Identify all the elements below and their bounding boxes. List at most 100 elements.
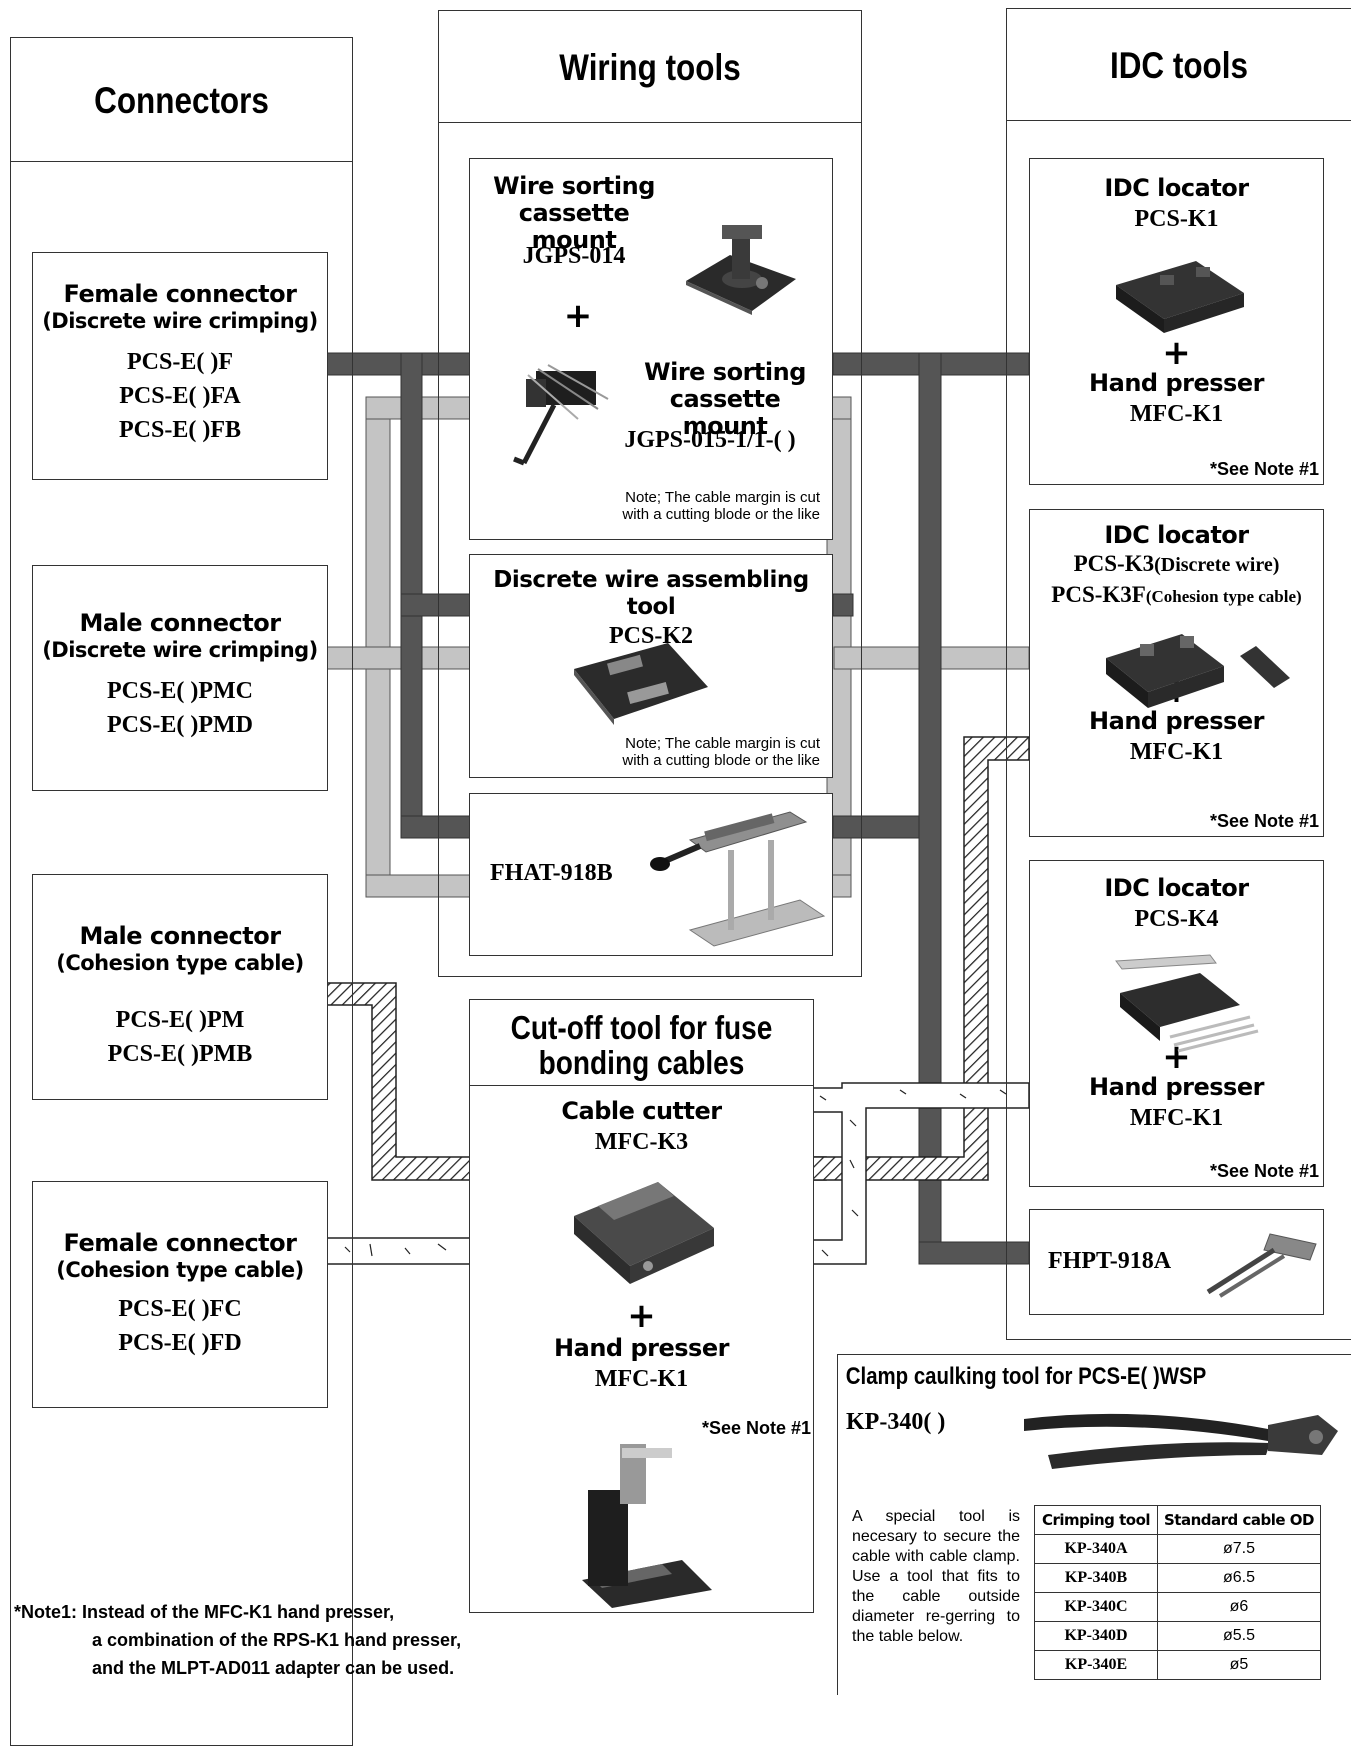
hand-presser-model: MFC-K1 [1129,401,1224,427]
model-a: PCS-K3 [1073,551,1155,576]
connector-part: PCS-E( )FA [119,383,241,409]
plus-sign: + [1162,333,1191,373]
connector-female-discrete: Female connector (Discrete wire crimping… [32,252,328,480]
od-cell: ø5.5 [1157,1621,1321,1651]
mount2-title: Wire sorting cassette mount [644,358,806,440]
clamp-title: Clamp caulking tool for PCS-E( )WSP [845,1363,1207,1390]
k2-title: Discrete wire assembling tool [493,567,809,620]
cutoff-header: Cut-off tool for fuse bonding cables [470,1000,813,1086]
idc-locator-title: IDC locator [1104,174,1249,202]
connector-male-discrete: Male connector (Discrete wire crimping) … [32,565,328,791]
idc-locator-model-b: PCS-K3F(Cohesion type cable) [1030,580,1323,612]
hand-presser-model: MFC-K1 [1129,739,1224,765]
model-b: PCS-K3F [1051,582,1146,607]
connector-part: PCS-E( )FC [118,1296,242,1322]
connector-subtitle: (Cohesion type cable) [56,951,304,975]
idc-tools-column [1006,120,1351,1340]
idc-locator-model: PCS-K1 [1134,206,1219,232]
tool-cell: KP-340E [1034,1650,1158,1680]
connector-part: PCS-E( )F [127,349,233,375]
connector-title: Female connector [63,1229,297,1257]
footnote-line: and the MLPT-AD011 adapter can be used. [92,1658,455,1678]
fhat-box: FHAT-918B [469,793,833,956]
od-cell: ø6 [1157,1592,1321,1622]
idc-locator-model: PCS-K4 [1134,906,1219,932]
idc-tools-header: IDC tools [1006,8,1351,121]
idc-locator-k4-box: IDC locator PCS-K4 + Hand presser MFC-K1… [1029,860,1324,1187]
mount1-model: JGPS-014 [522,243,626,269]
connector-part: PCS-E( )PMD [107,712,253,738]
tool-cell: KP-340B [1034,1563,1158,1593]
idc-locator-k1-image [1116,261,1244,333]
footnote-line: a combination of the RPS-K1 hand presser… [92,1630,462,1650]
wire-sorting-tool-image [513,364,609,466]
cable-margin-note: Note; The cable margin is cut with a cut… [622,489,820,523]
cable-cutter-title: Cable cutter [561,1097,722,1125]
table-header: Standard cable OD [1157,1505,1321,1535]
wiring-tools-header-text: Wiring tools [559,47,741,88]
connector-female-cohesion: Female connector (Cohesion type cable) P… [32,1181,328,1408]
idc-locator-k4-image [1115,954,1259,1053]
wiring-tools-header: Wiring tools [438,10,862,123]
clamp-description: A special tool is necesary to secure the… [852,1508,1020,1645]
dotted-marks [344,1089,1007,1257]
model-a-sub: (Discrete wire) [1154,554,1280,576]
plus-sign: + [563,296,593,336]
od-cell: ø7.5 [1157,1534,1321,1564]
connector-part: PCS-E( )PMC [107,678,253,704]
connector-subtitle: (Discrete wire crimping) [42,638,318,662]
connector-part: PCS-E( )PMB [107,1041,253,1067]
see-note: *See Note #1 [701,1418,811,1438]
k2-model: PCS-K2 [609,623,693,649]
idc-locator-model-a: PCS-K3(Discrete wire) [1030,549,1323,580]
clamp-tool-image [1024,1413,1338,1469]
connector-subtitle: (Cohesion type cable) [56,1258,304,1282]
idc-locator-title: IDC locator [1104,521,1249,549]
dotted-lines [326,1082,1030,1265]
assembling-tool-image [574,643,708,725]
mount2-model: JGPS-015-1/1-( ) [624,427,796,453]
wire-sorting-box: Wire sorting cassette mount JGPS-014 + W… [469,158,833,540]
od-cell: ø6.5 [1157,1563,1321,1593]
hand-presser-model: MFC-K1 [594,1366,689,1392]
k2-note: Note; The cable margin is cut with a cut… [622,735,820,769]
od-cell: ø5 [1157,1650,1321,1680]
idc-locator-k1-box: IDC locator PCS-K1 + Hand presser MFC-K1… [1029,158,1324,485]
footnote-line: *Note1: Instead of the MFC-K1 hand press… [14,1602,395,1622]
fhat-model: FHAT-918B [490,860,613,886]
hand-presser-title: Hand presser [1089,369,1264,397]
idc-locator-k3-box: IDC locator PCS-K3(Discrete wire) PCS-K3… [1029,509,1324,837]
cable-cutter-image [574,1182,714,1284]
idc-tools-header-text: IDC tools [1109,45,1249,86]
footnote: *Note1: Instead of the MFC-K1 hand press… [14,1598,494,1682]
fhpt-box: FHPT-918A [1029,1209,1324,1315]
hand-presser-title: Hand presser [554,1334,729,1362]
tool-cell: KP-340D [1034,1621,1158,1651]
see-note: *See Note #1 [1209,811,1319,831]
model-b-sub: (Cohesion type cable) [1145,587,1302,606]
cutoff-title: Cut-off tool for fuse bonding cables [510,1009,773,1081]
idc-locator-k3-image [1106,634,1290,708]
dotted-line-right [809,1082,1030,1265]
dark-lines [326,352,1030,1265]
hand-presser-image [582,1444,712,1608]
hand-presser-model: MFC-K1 [1129,1105,1224,1131]
connector-title: Male connector [79,922,281,950]
tool-cell: KP-340C [1034,1592,1158,1622]
clamp-caulking-section: Clamp caulking tool for PCS-E( )WSP KP-3… [837,1354,1351,1695]
table-header: Crimping tool [1034,1505,1158,1535]
fhpt-tool-image [1206,1233,1317,1298]
connector-part: PCS-E( )PM [115,1007,245,1033]
wiring-tools-column [438,122,862,977]
plus-sign: + [627,1296,656,1336]
connector-title: Female connector [63,280,297,308]
connector-male-cohesion: Male connector (Cohesion type cable) PCS… [32,874,328,1100]
discrete-wire-assembling-box: Discrete wire assembling tool PCS-K2 Not… [469,554,833,778]
clamp-model: KP-340( ) [846,1409,946,1435]
connector-subtitle: (Discrete wire crimping) [42,309,318,333]
